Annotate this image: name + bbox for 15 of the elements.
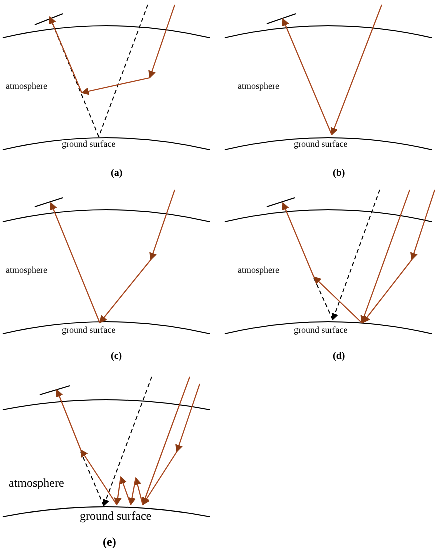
- panel-label: (c): [111, 352, 122, 362]
- region-label: atmosphere: [6, 266, 48, 275]
- region-label: atmosphere: [6, 82, 48, 91]
- surface-label: ground surface: [80, 510, 152, 522]
- panel-label: (d): [333, 352, 346, 362]
- region-label: atmosphere: [238, 82, 280, 91]
- surface-label: ground surface: [62, 140, 116, 149]
- surface-label: ground surface: [294, 140, 348, 149]
- surface-label: ground surface: [62, 326, 116, 335]
- region-label: atmosphere: [238, 266, 280, 275]
- panel-label: (b): [333, 169, 346, 179]
- panel-label: (e): [103, 536, 116, 548]
- panel-label: (a): [111, 169, 123, 179]
- region-label: atmosphere: [9, 477, 64, 489]
- surface-label: ground surface: [294, 326, 348, 335]
